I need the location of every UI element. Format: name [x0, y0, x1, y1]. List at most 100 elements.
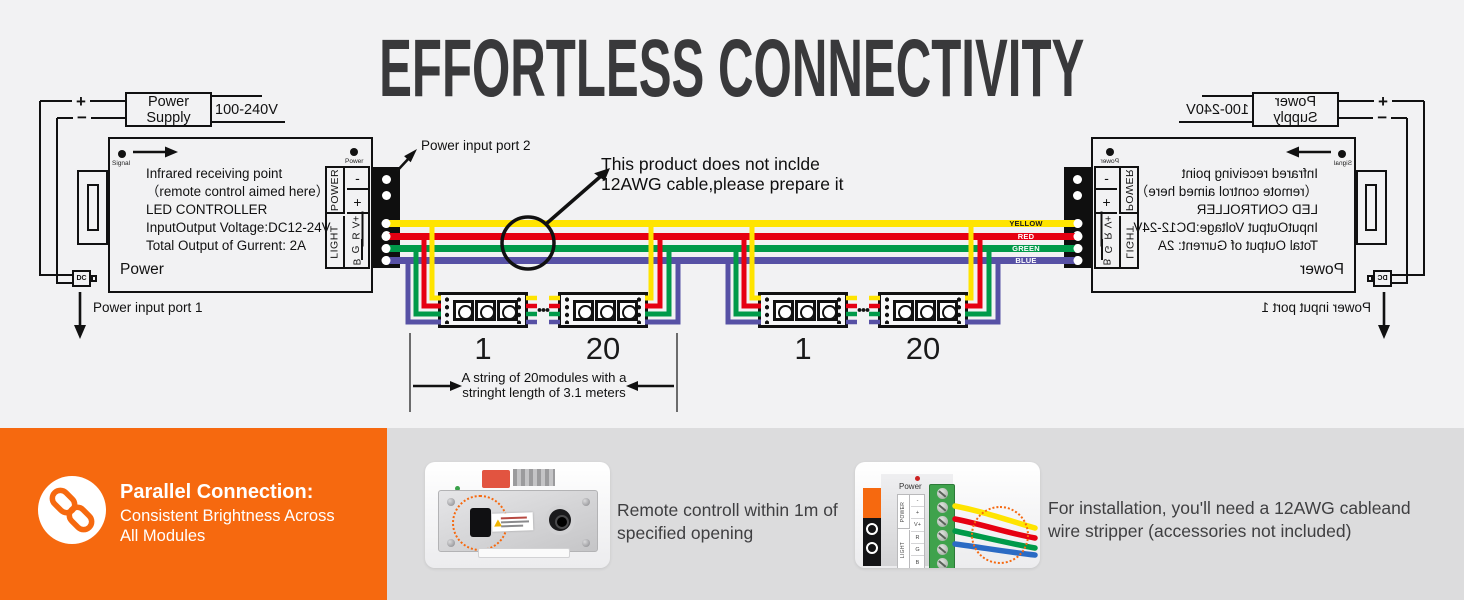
mounting-slot — [87, 184, 99, 231]
install-caption: For installation, you'll need a 12AWG ca… — [1048, 497, 1411, 542]
dc-plug-label: DC — [76, 275, 87, 282]
yellow-wire — [386, 220, 1078, 227]
remote-caption: Remote controll within 1m of specified o… — [617, 499, 838, 544]
power-dot-label: Power — [1100, 158, 1119, 165]
minus-sign: − — [1377, 108, 1387, 127]
power-dot-icon — [1106, 148, 1114, 156]
device-front-panel — [438, 490, 598, 552]
down-arrow-icon — [74, 325, 86, 339]
parallel-connection-sub2: All Modules — [120, 527, 206, 545]
string-length-line2: stringht length of 3.1 meters — [462, 384, 626, 400]
description-line: （remote control aimed here） — [146, 184, 330, 199]
terminal-group-power: POWER — [327, 168, 345, 214]
page-title-wrap: EFFORTLESS CONNECTIVITY — [0, 28, 1464, 110]
device-heatsink — [513, 469, 555, 486]
description-line: Infrared receiving point — [1181, 166, 1318, 181]
red-wire — [386, 233, 1078, 240]
description-line: LED CONTROLLER — [1196, 202, 1318, 217]
device-side-panel: Power POWER LIGHT - + V+ R G B — [881, 474, 955, 568]
screw-terminal-block — [929, 484, 955, 568]
description-line: Total Output of Gurrent: 2A — [146, 238, 307, 253]
terminal-markings-label: POWER LIGHT - + V+ R G B — [897, 494, 925, 568]
power-supply-label-line1: Power — [147, 94, 190, 110]
controller-description: Infrared receiving point （remote control… — [146, 165, 331, 255]
terminal-cell-plus: + — [347, 192, 368, 214]
remote-caption-line1: Remote controll within 1m of — [617, 500, 838, 520]
left-controller-assembly: Power Supply + − 100-240V Signal Power I… — [38, 92, 400, 347]
led-controller-box: Signal Power Infrared receiving point （r… — [108, 137, 373, 293]
led-indicator — [455, 486, 460, 491]
photo-power-label: Power — [899, 482, 922, 491]
power-input-port1-label: Power input port 1 — [1261, 300, 1371, 315]
mounting-tab — [1356, 170, 1387, 245]
highlight-circle — [500, 215, 556, 271]
terminal-cell-minus: - — [347, 168, 368, 190]
description-line: InputOutput Voltage:DC12-24V — [146, 220, 331, 235]
description-line: Total Output of Gurrent: 2A — [1157, 238, 1318, 253]
dc-plug-pin — [91, 275, 97, 282]
cable-note-line2: 12AWG cable,please prepare it — [601, 174, 844, 194]
power-supply-label-line2: Supply — [146, 109, 191, 126]
terminal-group-light: LIGHT — [327, 216, 345, 267]
dc-plug: DC — [1367, 270, 1392, 287]
remote-caption-line2: specified opening — [617, 522, 754, 543]
chain-link-icon — [38, 476, 106, 544]
terminal-cell-b: B — [352, 258, 363, 266]
signal-dot-icon — [1338, 150, 1346, 158]
install-caption-line2: wire stripper (accessories not included) — [1048, 520, 1352, 541]
terminal-group-light: LIGHT — [1119, 216, 1137, 267]
terminal-group-power: POWER — [1119, 168, 1137, 214]
led-module — [878, 292, 968, 328]
terminal-cell-b: B — [1101, 258, 1112, 266]
led-module — [758, 292, 848, 328]
led-module — [438, 292, 528, 328]
red-wire-label: RED — [1017, 232, 1035, 241]
device-orange-trim — [863, 488, 881, 518]
description-line: （remote control aimed here） — [1134, 184, 1318, 199]
power-dot-label: Power — [345, 158, 364, 165]
green-wire-label: GREEN — [1012, 244, 1040, 253]
install-caption-line1: For installation, you'll need a 12AWG ca… — [1048, 498, 1411, 518]
mounting-slot — [1365, 184, 1377, 231]
warning-label — [491, 512, 534, 532]
remote-opening-photo — [425, 462, 610, 568]
dc-plug: DC — [72, 270, 97, 287]
power-indicator-dot — [915, 476, 920, 481]
description-line: Infrared receiving point — [146, 166, 283, 181]
power-section-label: Power — [120, 261, 164, 278]
power-input-port1-label: Power input port 1 — [93, 300, 203, 315]
dc-jack-icon — [549, 509, 571, 531]
power-dot-icon — [350, 148, 358, 156]
dc-plug-label: DC — [1377, 275, 1388, 282]
module-number-first: 1 — [794, 331, 812, 366]
power-input-port2-label: Power input port 2 — [421, 138, 531, 153]
port2-arrow-icon — [404, 149, 417, 163]
down-arrow-icon — [1378, 325, 1390, 339]
signal-label: Signal — [1333, 160, 1352, 167]
string-length-line1: A string of 20modules with a — [461, 370, 627, 385]
string-length-note: A string of 20modules with a stringht le… — [448, 370, 640, 400]
signal-dot-icon — [118, 150, 126, 158]
mounting-tab — [77, 170, 108, 245]
connector-strip — [372, 167, 400, 268]
parallel-connection-sub1: Consistent Brightness Across — [120, 507, 335, 525]
dc-plug-pin — [1367, 275, 1373, 282]
terminal-block: POWER LIGHT - + V+ R G B — [1094, 166, 1139, 269]
power-supply-label-line2: Supply — [1273, 109, 1318, 126]
minus-sign: − — [77, 108, 87, 127]
power-section-label: Power — [1300, 261, 1344, 278]
led-module — [558, 292, 648, 328]
device-ir-panel — [863, 518, 881, 566]
controller-description: Infrared receiving point （remote control… — [1133, 165, 1318, 255]
cable-note-line1: This product does not inclde — [601, 154, 820, 174]
page-title: EFFORTLESS CONNECTIVITY — [379, 23, 1085, 114]
module-number-first: 1 — [474, 331, 492, 366]
mounting-plate — [478, 548, 570, 558]
cable-note: This product does not inclde 12AWG cable… — [601, 154, 844, 194]
yellow-wire-label: YELLOW — [1009, 219, 1043, 228]
led-controller-box: Signal Power Infrared receiving point （r… — [1091, 137, 1356, 293]
power-supply-box: Power Supply — [125, 92, 212, 127]
green-wire — [386, 245, 1078, 252]
blue-wire-label: BLUE — [1015, 256, 1037, 265]
